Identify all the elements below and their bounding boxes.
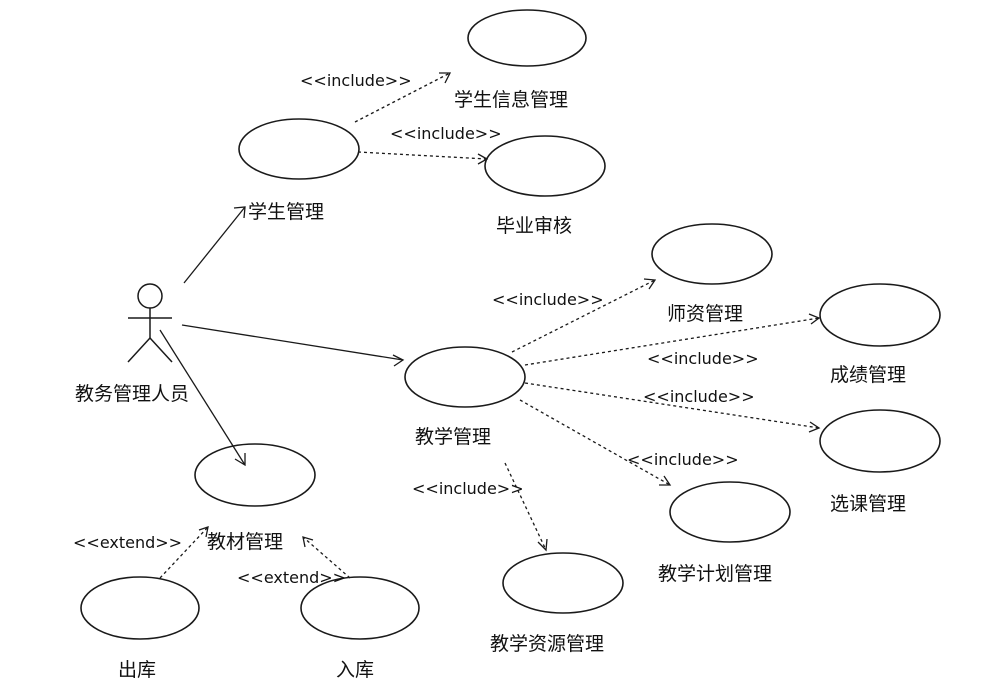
use-case-teaching-plan-mgmt <box>669 481 791 543</box>
label-teaching-mgmt: 教学管理 <box>415 426 491 448</box>
use-case-grade-mgmt <box>819 283 941 347</box>
use-case-teaching-mgmt <box>404 346 526 408</box>
label-student-info-mgmt: 学生信息管理 <box>454 89 568 111</box>
stereotype-include-graduation: <<include>> <box>390 124 502 143</box>
use-case-outbound <box>80 576 200 640</box>
association-teaching-mgmt <box>181 324 405 367</box>
extend-outbound <box>159 526 209 579</box>
include-teaching-plan-mgmt <box>519 399 672 486</box>
label-course-selection-mgmt: 选课管理 <box>830 493 906 515</box>
use-case-textbook-mgmt <box>194 443 316 507</box>
use-case-inbound <box>300 576 420 640</box>
association-textbook-mgmt <box>159 329 246 467</box>
include-faculty-mgmt <box>511 278 657 353</box>
label-graduation-review: 毕业审核 <box>496 215 572 237</box>
label-grade-mgmt: 成绩管理 <box>830 364 906 386</box>
label-faculty-mgmt: 师资管理 <box>667 303 743 325</box>
label-student-mgmt: 学生管理 <box>248 201 324 223</box>
label-textbook-mgmt: 教材管理 <box>207 531 283 553</box>
actor-figure <box>127 283 173 363</box>
stereotype-extend-inbound: <<extend>> <box>237 568 346 587</box>
include-course-selection-mgmt <box>524 382 821 433</box>
include-grade-mgmt <box>524 313 821 366</box>
label-inbound: 入库 <box>336 659 374 681</box>
use-case-teaching-resource-mgmt <box>502 552 624 614</box>
label-teaching-resource-mgmt: 教学资源管理 <box>490 633 604 655</box>
stereotype-extend-outbound: <<extend>> <box>73 533 182 552</box>
stereotype-include-student-info: <<include>> <box>300 71 412 90</box>
stereotype-include-teaching-plan: <<include>> <box>627 450 739 469</box>
stereotype-include-course-selection: <<include>> <box>643 387 755 406</box>
stereotype-include-grade: <<include>> <box>647 349 759 368</box>
extend-inbound <box>302 536 351 579</box>
label-outbound: 出库 <box>118 659 156 681</box>
label-teaching-plan-mgmt: 教学计划管理 <box>658 563 772 585</box>
use-case-course-selection-mgmt <box>819 409 941 473</box>
stereotype-include-faculty: <<include>> <box>492 290 604 309</box>
use-case-graduation-review <box>484 135 606 197</box>
association-student-mgmt <box>183 206 246 284</box>
use-case-faculty-mgmt <box>651 223 773 285</box>
actor-label: 教务管理人员 <box>75 383 189 405</box>
include-teaching-resource-mgmt <box>504 462 548 552</box>
include-graduation-review <box>357 151 489 165</box>
stereotype-include-teaching-resource: <<include>> <box>412 479 524 498</box>
use-case-student-mgmt <box>238 118 360 180</box>
include-student-info-mgmt <box>354 72 452 123</box>
use-case-student-info-mgmt <box>467 9 587 67</box>
